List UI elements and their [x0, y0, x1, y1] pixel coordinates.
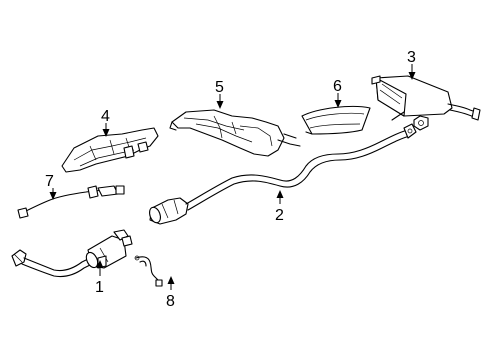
part-2-pipe — [149, 123, 417, 225]
callout-2: 2 — [275, 207, 284, 224]
part-6-heat-shield — [301, 105, 371, 135]
callout-5: 5 — [215, 79, 224, 96]
callout-8: 8 — [166, 293, 175, 310]
part-5-heat-shield — [169, 109, 301, 157]
part-1-converter — [11, 229, 133, 278]
part-7-sensor — [17, 185, 125, 219]
callout-3: 3 — [407, 49, 416, 66]
callout-1: 1 — [95, 279, 104, 296]
leader-lines — [49, 64, 416, 290]
callout-7: 7 — [45, 173, 54, 190]
part-8-clamp — [134, 255, 163, 287]
callout-4: 4 — [101, 108, 110, 125]
callout-6: 6 — [333, 78, 342, 95]
part-3-muffler — [371, 75, 481, 131]
part-4-heat-shield — [61, 127, 159, 173]
